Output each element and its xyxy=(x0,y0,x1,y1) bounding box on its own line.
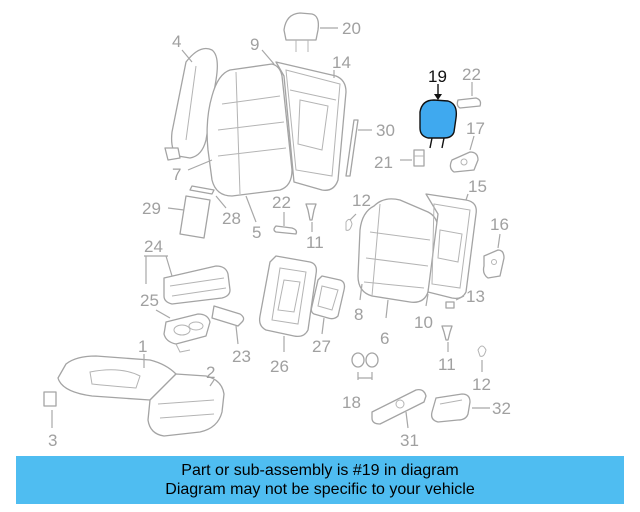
part-22-bushing-center[interactable] xyxy=(273,225,298,235)
leader-19-arrow xyxy=(434,94,442,100)
callout-19: 19 xyxy=(428,67,447,86)
part-8-seat-back-cushion-right[interactable] xyxy=(357,198,439,303)
callout-14: 14 xyxy=(332,53,351,72)
part-31-latch-bar[interactable] xyxy=(371,388,427,425)
callout-10: 10 xyxy=(414,313,433,332)
callout-29: 29 xyxy=(142,199,161,218)
part-25-cupholder[interactable] xyxy=(163,313,211,353)
part-30-rod[interactable] xyxy=(345,119,359,177)
callout-6: 6 xyxy=(380,329,389,348)
part-4-side-bolster[interactable] xyxy=(164,47,218,161)
part-11-clip-right[interactable] xyxy=(441,325,453,341)
callout-9: 9 xyxy=(250,35,259,54)
callout-23: 23 xyxy=(232,347,251,366)
part-21-guide[interactable] xyxy=(413,149,425,167)
info-banner: Part or sub-assembly is #19 in diagram D… xyxy=(16,456,624,504)
leader-27 xyxy=(321,317,325,335)
callout-17: 17 xyxy=(466,119,485,138)
callout-5: 5 xyxy=(252,223,261,242)
part-17-latch[interactable] xyxy=(449,151,479,173)
callout-12-lower: 12 xyxy=(472,375,491,394)
callout-32: 32 xyxy=(492,399,511,418)
part-7-seat-back-cushion[interactable] xyxy=(206,63,293,197)
callout-27: 27 xyxy=(312,337,331,356)
part-13-screw[interactable] xyxy=(445,301,455,309)
part-1-seat-cushion[interactable] xyxy=(57,355,177,401)
leader-5 xyxy=(245,195,257,223)
part-16-bracket[interactable] xyxy=(482,249,505,279)
callout-15: 15 xyxy=(468,177,487,196)
banner-line-2: Diagram may not be specific to your vehi… xyxy=(165,481,475,498)
leader-13 xyxy=(455,295,465,301)
callout-16: 16 xyxy=(490,215,509,234)
leader-17 xyxy=(469,135,475,151)
part-23-trim[interactable] xyxy=(211,305,245,327)
callout-30: 30 xyxy=(376,121,395,140)
leader-24 xyxy=(144,255,173,284)
leader-8 xyxy=(359,283,363,301)
part-12-clip-lower[interactable] xyxy=(477,345,487,357)
banner-line-1: Part or sub-assembly is #19 in diagram xyxy=(181,462,459,479)
leader-23 xyxy=(235,325,239,345)
callout-24: 24 xyxy=(144,237,163,256)
part-12-clip-mid[interactable] xyxy=(345,218,353,231)
leader-12-mid xyxy=(349,213,357,221)
callout-26: 26 xyxy=(270,357,289,376)
callout-4: 4 xyxy=(172,32,181,51)
leader-4 xyxy=(181,49,193,63)
seat-parts-diagram: 20 4 9 14 7 30 5 29 28 xyxy=(43,12,511,450)
part-11-clip-center[interactable] xyxy=(305,203,317,221)
leader-6 xyxy=(385,299,389,319)
callout-3: 3 xyxy=(48,431,57,450)
part-2-seat-cushion-side[interactable] xyxy=(147,373,225,437)
callout-21: 21 xyxy=(374,153,393,172)
callout-31: 31 xyxy=(400,431,419,450)
callout-13: 13 xyxy=(466,287,485,306)
callout-12-mid: 12 xyxy=(352,191,371,210)
callout-8: 8 xyxy=(354,305,363,324)
leader-31 xyxy=(405,411,409,429)
leader-18 xyxy=(357,372,373,380)
callout-28: 28 xyxy=(222,209,241,228)
leader-15 xyxy=(465,193,469,201)
part-19-headrest-highlighted[interactable] xyxy=(419,99,458,149)
part-26-back-panel[interactable] xyxy=(258,255,318,338)
callout-7: 7 xyxy=(172,165,181,184)
leader-10 xyxy=(425,293,429,307)
callout-11-center: 11 xyxy=(306,233,324,252)
part-22-bushing-top[interactable] xyxy=(456,97,482,109)
part-20-headrest[interactable] xyxy=(283,12,320,52)
callout-20: 20 xyxy=(342,19,361,38)
leader-2 xyxy=(209,379,215,387)
callout-22-top: 22 xyxy=(462,65,481,84)
leader-16 xyxy=(497,233,501,249)
callout-11-right: 11 xyxy=(438,355,456,374)
callout-22-center: 22 xyxy=(272,193,291,212)
callout-25: 25 xyxy=(140,291,159,310)
leader-29 xyxy=(167,207,185,211)
callout-18: 18 xyxy=(342,393,361,412)
leader-25 xyxy=(155,309,171,319)
part-15-seat-back-frame-right[interactable] xyxy=(425,193,477,300)
leader-28 xyxy=(215,195,227,209)
leader-7 xyxy=(187,159,213,171)
part-27-back-panel-small[interactable] xyxy=(310,275,346,320)
part-18-washers[interactable] xyxy=(351,352,379,368)
part-29-board[interactable] xyxy=(179,195,211,239)
part-28-strip[interactable] xyxy=(189,185,215,195)
callout-2: 2 xyxy=(206,363,215,382)
part-3-clip[interactable] xyxy=(43,391,57,407)
part-14-seat-back-frame[interactable] xyxy=(275,61,347,191)
part-32-control-module[interactable] xyxy=(430,393,471,423)
callout-1: 1 xyxy=(138,337,147,356)
part-24-armrest[interactable] xyxy=(163,265,231,305)
leader-9 xyxy=(261,49,275,65)
